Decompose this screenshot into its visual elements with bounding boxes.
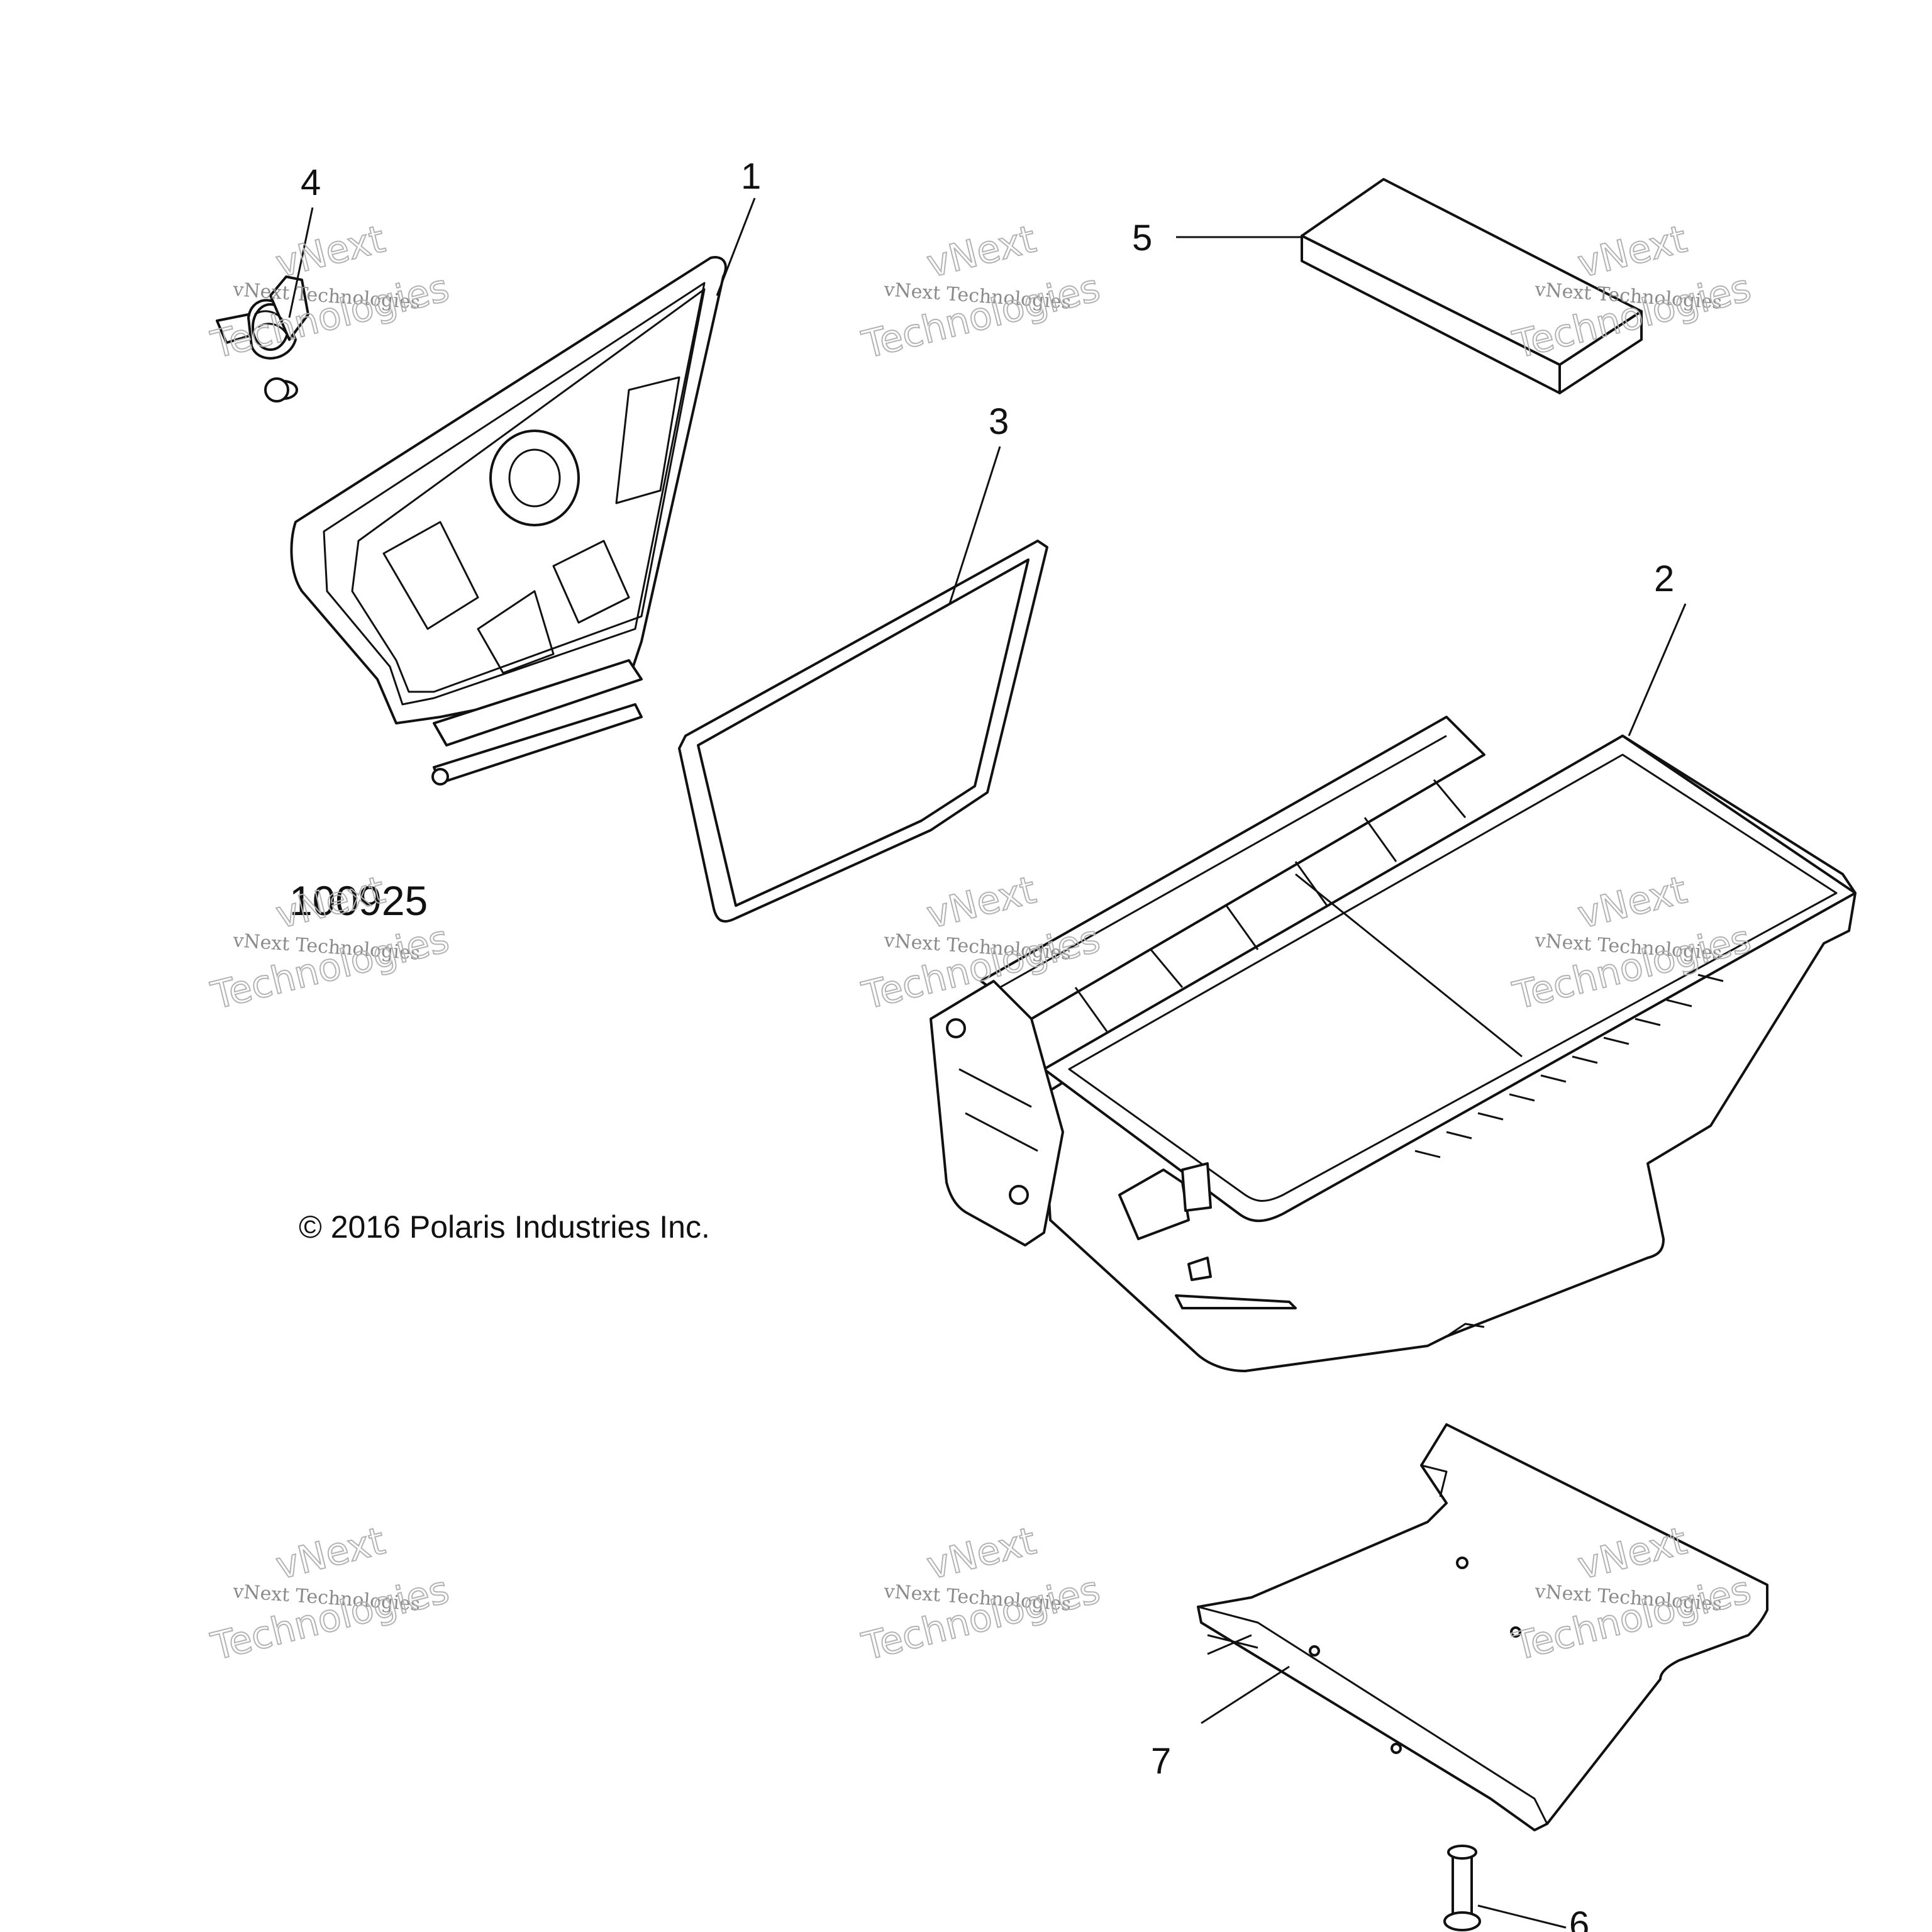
watermark-r1c1: vNext Technologies Technologies vNext: [206, 216, 454, 368]
callout-1: 1: [741, 156, 761, 197]
part-1-lid: [290, 256, 727, 786]
leader-4: [288, 207, 314, 318]
part-6-screw: [1443, 1845, 1481, 1931]
leader-1: [716, 197, 756, 296]
callout-6: 6: [1569, 1904, 1589, 1932]
part-5-foam-block: [1301, 178, 1643, 394]
leader-6: [1477, 1904, 1567, 1929]
watermark-line3: vNext: [272, 1519, 389, 1588]
watermark-line3: vNext: [1574, 217, 1691, 286]
callout-7: 7: [1151, 1741, 1171, 1782]
leader-7: [1201, 1665, 1290, 1724]
watermark-r1c2: vNext Technologies Technologies vNext: [857, 216, 1105, 368]
callout-2: 2: [1654, 558, 1674, 599]
callout-5: 5: [1132, 218, 1152, 258]
watermark-line3: vNext: [923, 1519, 1040, 1588]
watermark-r3c1: vNext Technologies Technologies vNext: [206, 1518, 454, 1670]
callout-4: 4: [301, 162, 321, 203]
part-4-latch: [216, 275, 309, 402]
callout-3: 3: [989, 401, 1009, 442]
watermark-r3c2: vNext Technologies Technologies vNext: [857, 1518, 1105, 1670]
part-2-storage-box: [930, 716, 1857, 1372]
part-3-gasket: [678, 540, 1048, 923]
figure-number: 100925: [289, 877, 428, 924]
watermark-line3: vNext: [923, 217, 1040, 286]
watermark-line3: vNext: [923, 868, 1040, 937]
leader-3: [948, 446, 1001, 604]
copyright-notice: © 2016 Polaris Industries Inc.: [299, 1209, 710, 1245]
part-7-floor-panel: [1197, 1423, 1768, 1831]
watermark-r1c3: vNext Technologies Technologies vNext: [1508, 216, 1756, 368]
leader-2: [1628, 603, 1687, 736]
watermark-line3: vNext: [272, 217, 389, 286]
